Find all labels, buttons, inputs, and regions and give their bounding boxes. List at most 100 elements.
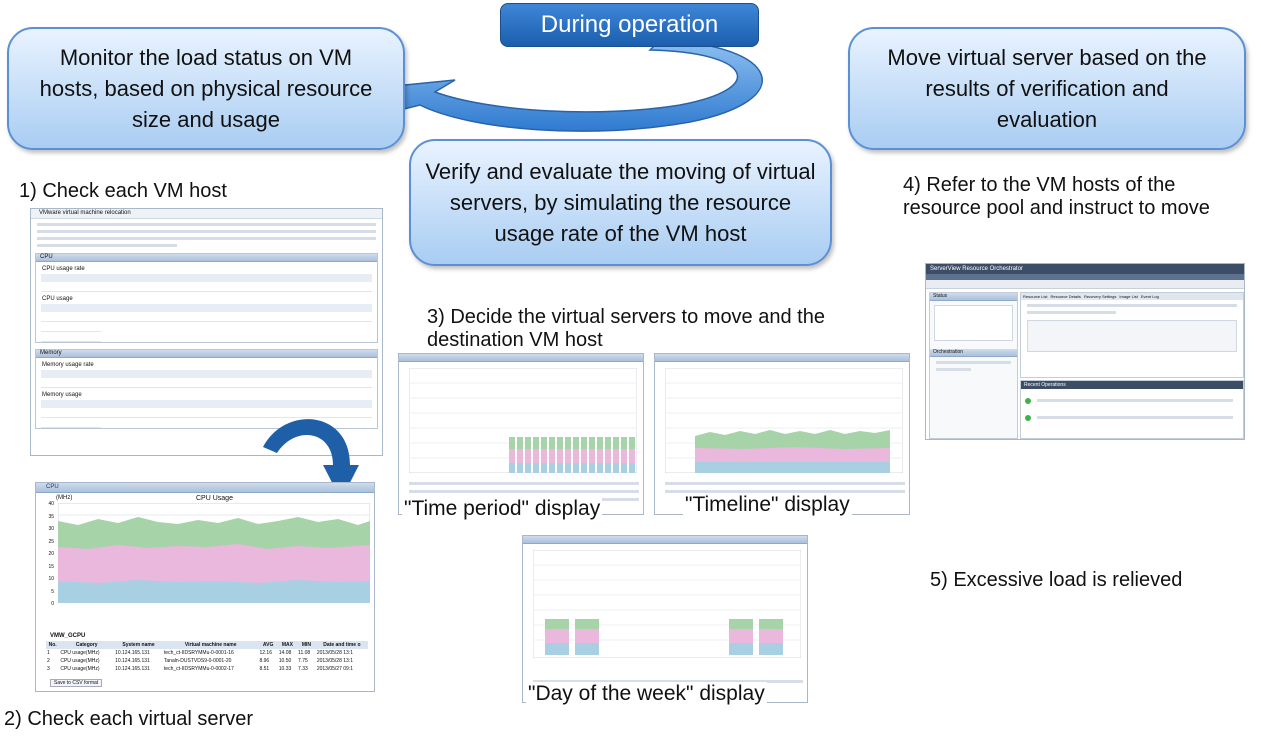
cell: 10.33	[278, 666, 292, 672]
bar-segment	[613, 449, 619, 463]
bar-segment	[575, 619, 599, 629]
curved-arrow-icon	[263, 419, 359, 500]
bar-segment	[597, 437, 603, 449]
bar-segment	[565, 437, 571, 449]
cell: 1	[47, 650, 50, 656]
bar-segment	[621, 449, 627, 463]
col-max: MAX	[281, 642, 293, 648]
status-panel: Status	[930, 293, 1017, 301]
bar-segment	[729, 629, 753, 643]
cell: 10.124.165.131	[115, 658, 150, 664]
bar-segment	[589, 437, 595, 449]
verify-bubble: Verify and evaluate the moving of virtua…	[409, 139, 832, 266]
tab-resource-details[interactable]: Resource Details	[1050, 294, 1081, 299]
bar-segment	[759, 619, 783, 629]
step-1-label: 1) Check each VM host	[19, 180, 227, 202]
cell: 3	[47, 666, 50, 672]
cell: 8.51	[259, 666, 270, 672]
bar-segment	[613, 437, 619, 449]
step-4-label: 4) Refer to the VM hosts of the resource…	[903, 174, 1210, 219]
day-of-week-chart	[533, 550, 801, 658]
y-tick-label: 5	[51, 588, 54, 595]
tab-image-list[interactable]: Image List	[1119, 294, 1138, 299]
bar-segment	[541, 449, 547, 463]
bar-segment	[759, 629, 783, 643]
cell: CPU usage(MHz)	[60, 658, 100, 664]
cell: tech_ct-IIDSRYMMu-0-0002-17	[163, 666, 234, 672]
timeline-screenshot	[654, 353, 910, 515]
bar-segment	[729, 619, 753, 629]
col-system-name: System name	[122, 642, 155, 648]
bar-segment	[759, 643, 783, 655]
bar-segment	[517, 437, 523, 449]
bar-segment	[621, 437, 627, 449]
tab-event-log[interactable]: Event Log	[1140, 294, 1159, 299]
bar-segment	[525, 463, 531, 473]
y-tick-label: 30	[48, 526, 54, 532]
cell: 12.16	[259, 650, 272, 656]
bar-segment	[597, 463, 603, 473]
bar-segment	[545, 643, 569, 655]
bar-segment	[589, 463, 595, 473]
bar-segment	[589, 449, 595, 463]
bar-segment	[509, 463, 515, 473]
bar-segment	[541, 437, 547, 449]
bar-segment	[557, 437, 563, 449]
bar-segment	[613, 463, 619, 473]
table-row: 2 CPU usage(MHz) 10.124.165.131 Tanaln-D…	[46, 657, 368, 665]
orchestration-panel: Orchestration	[930, 349, 1017, 357]
bar-segment	[597, 449, 603, 463]
bar-segment	[549, 463, 555, 473]
y-tick-label: 25	[48, 538, 54, 545]
recent-operations-panel: Recent Operations	[1021, 381, 1243, 389]
vm-host-screenshot: VMware virtual machine relocation CPU CP…	[30, 208, 383, 456]
step-3-label: 3) Decide the virtual servers to move an…	[427, 306, 825, 351]
cell: 2013/05/27 09:1	[316, 666, 353, 672]
y-tick-label: 20	[48, 551, 54, 557]
cpu-unit-label: (MHz)	[56, 495, 73, 501]
col-vm-name: Virtual machine name	[184, 642, 237, 648]
memory-usage-rate-title: Memory usage rate	[42, 362, 94, 368]
bar-segment	[545, 629, 569, 643]
bar-segment	[575, 643, 599, 655]
cell: 2013/05/28 13:1	[316, 650, 353, 656]
bar-segment	[549, 437, 555, 449]
move-bubble: Move virtual server based on the results…	[848, 27, 1246, 150]
step-5-label: 5) Excessive load is relieved	[930, 569, 1183, 591]
y-tick-label: 10	[48, 576, 54, 582]
col-category: Category	[75, 642, 98, 648]
bar-segment	[565, 449, 571, 463]
cell: 10.124.165.131	[115, 666, 150, 672]
save-csv-button[interactable]: Save to CSV format	[50, 679, 103, 687]
table-row: 1 CPU usage(MHz) 10.124.165.131 tech_ct-…	[46, 649, 368, 657]
cpu-usage-title: CPU usage	[42, 296, 73, 302]
memory-section: Memory	[36, 350, 377, 358]
day-of-week-caption: "Day of the week" display	[526, 682, 767, 706]
monitor-bubble: Monitor the load status on VM hosts, bas…	[7, 27, 405, 150]
cell: 14.08	[278, 650, 292, 656]
time-period-screenshot	[398, 353, 644, 515]
bar-segment	[533, 449, 539, 463]
y-tick-label: 40	[48, 501, 54, 507]
bar-segment	[565, 463, 571, 473]
day-of-week-screenshot	[522, 535, 808, 703]
cpu-section: CPU	[36, 254, 377, 262]
cell: 10.50	[278, 658, 292, 664]
bar-segment	[581, 449, 587, 463]
cell: CPU usage(MHz)	[60, 666, 100, 672]
cell: 2	[47, 658, 50, 664]
tab-resource-list[interactable]: Resource List	[1023, 294, 1048, 299]
cell: 10.124.165.131	[115, 650, 150, 656]
cell: 8.96	[259, 658, 270, 664]
time-period-caption: "Time period" display	[402, 497, 603, 521]
col-no: No.	[48, 642, 57, 648]
bar-segment	[525, 437, 531, 449]
bar-segment	[541, 463, 547, 473]
bar-segment	[605, 463, 611, 473]
bar-segment	[621, 463, 627, 473]
tab-recovery-settings[interactable]: Recovery Settings	[1083, 294, 1117, 299]
bar-segment	[557, 463, 563, 473]
bar-segment	[525, 449, 531, 463]
timeline-caption: "Timeline" display	[683, 493, 852, 517]
vm-host-title: VMware virtual machine relocation	[31, 209, 382, 219]
